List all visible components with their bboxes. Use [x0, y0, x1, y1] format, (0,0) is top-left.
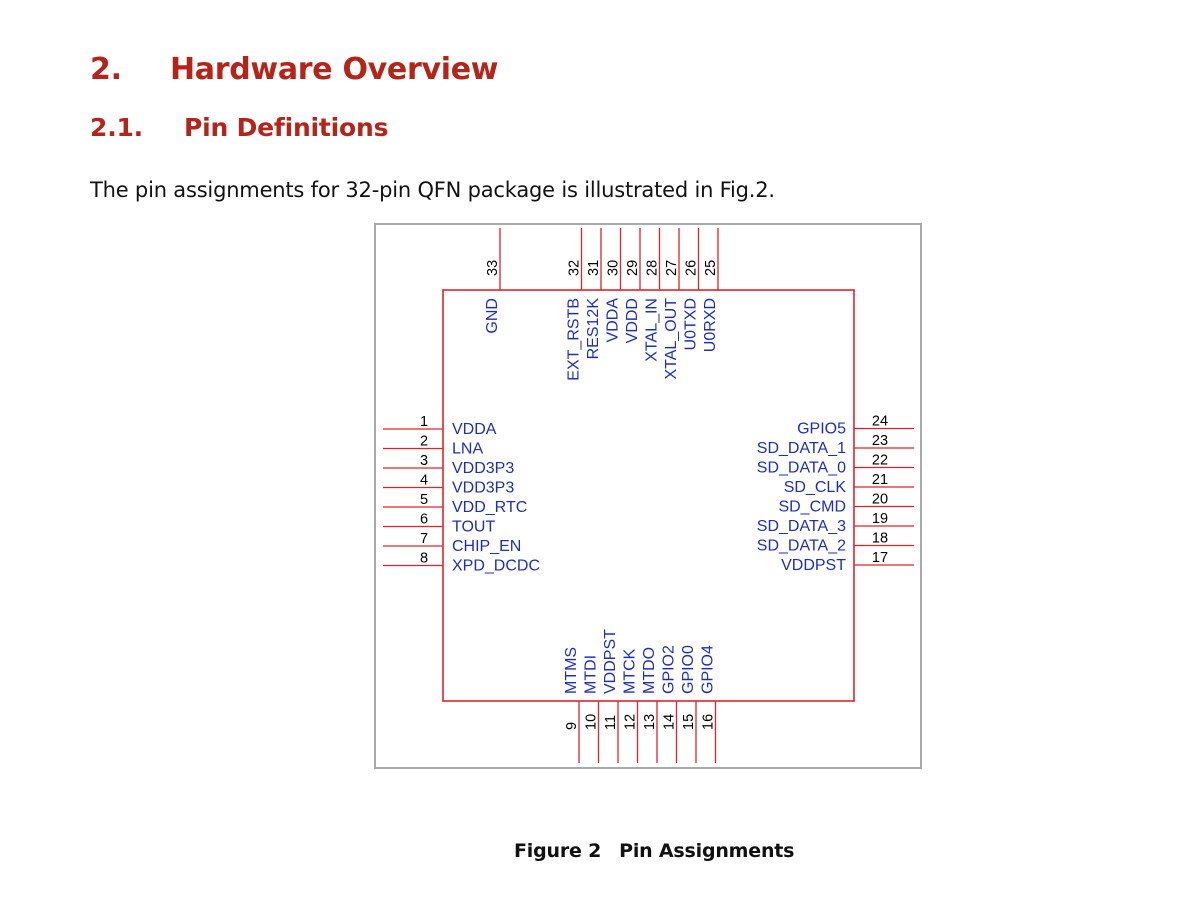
subsection-number: 2.1.	[90, 113, 143, 142]
pin-name-27: XTAL_OUT	[663, 298, 680, 380]
pin-number-10: 10	[584, 714, 600, 730]
pin-number-7: 7	[420, 531, 428, 547]
subsection-title: Pin Definitions	[184, 113, 389, 142]
chip-body	[442, 289, 855, 702]
pin-number-28: 28	[645, 260, 661, 276]
pin-name-5: VDD_RTC	[452, 499, 527, 516]
section-number: 2.	[90, 52, 122, 87]
pin-name-26: U0TXD	[683, 298, 700, 350]
pin-number-31: 31	[586, 260, 602, 276]
pin-name-14: GPIO2	[661, 645, 678, 694]
pin-number-8: 8	[420, 551, 428, 567]
pin-number-27: 27	[664, 260, 680, 276]
pin-name-1: VDDA	[452, 421, 497, 438]
pin-name-15: GPIO0	[680, 645, 697, 694]
pin-number-14: 14	[662, 714, 678, 730]
pin-name-9: MTMS	[563, 647, 580, 694]
pin-number-3: 3	[420, 453, 428, 469]
intro-paragraph: The pin assignments for 32-pin QFN packa…	[90, 178, 775, 202]
pin-number-9: 9	[564, 722, 580, 730]
pin-number-4: 4	[420, 473, 428, 489]
pin-name-8: XPD_DCDC	[452, 558, 540, 575]
pin-number-32: 32	[567, 260, 583, 276]
pin-name-10: MTDI	[583, 655, 600, 694]
pin-number-22: 22	[872, 453, 888, 469]
pin-name-25: U0RXD	[702, 298, 719, 352]
pin-name-19: SD_DATA_3	[757, 518, 846, 535]
pin-number-6: 6	[420, 512, 428, 528]
pin-name-32: EXT_RSTB	[566, 298, 583, 381]
section-title: Hardware Overview	[170, 52, 499, 87]
pin-name-13: MTDO	[641, 647, 658, 694]
pin-name-16: GPIO4	[700, 645, 717, 694]
pin-number-25: 25	[703, 260, 719, 276]
section-heading: 2. Hardware Overview	[90, 52, 498, 87]
pin-name-12: MTCK	[622, 648, 639, 694]
pin-number-2: 2	[420, 434, 428, 450]
pin-name-7: CHIP_EN	[452, 538, 521, 555]
pin-name-4: VDD3P3	[452, 480, 514, 497]
pin-number-24: 24	[872, 414, 888, 430]
pin-number-11: 11	[603, 715, 619, 730]
pin-number-1: 1	[420, 414, 428, 430]
pin-name-20: SD_CMD	[778, 499, 846, 516]
pin-name-21: SD_CLK	[784, 479, 847, 496]
pin-number-20: 20	[872, 492, 888, 508]
pin-number-15: 15	[681, 714, 697, 730]
pin-number-23: 23	[872, 433, 888, 449]
pin-number-30: 30	[606, 260, 622, 276]
pin-name-11: VDDPST	[602, 629, 619, 694]
pin-number-17: 17	[872, 550, 888, 566]
pin-number-18: 18	[872, 531, 888, 547]
pin-number-26: 26	[684, 260, 700, 276]
pin-name-18: SD_DATA_2	[757, 538, 846, 555]
pin-number-33: 33	[485, 260, 501, 276]
pin-number-21: 21	[872, 472, 888, 488]
pin-name-24: GPIO5	[797, 421, 846, 438]
pin-name-22: SD_DATA_0	[757, 460, 846, 477]
pin-name-2: LNA	[452, 441, 483, 458]
figure-caption-title: Pin Assignments	[619, 840, 795, 862]
pin-number-19: 19	[872, 511, 888, 527]
pin-number-29: 29	[625, 260, 641, 276]
pin-name-6: TOUT	[452, 519, 495, 536]
pin-number-12: 12	[623, 714, 639, 730]
figure-caption-label: Figure 2	[514, 840, 602, 862]
pin-number-13: 13	[642, 714, 658, 730]
pin-name-31: RES12K	[585, 298, 602, 360]
pin-number-5: 5	[420, 492, 428, 508]
pin-number-16: 16	[701, 714, 717, 730]
pin-diagram-frame	[374, 223, 922, 769]
pin-name-28: XTAL_IN	[644, 298, 661, 362]
pin-name-17: VDDPST	[781, 557, 846, 574]
subsection-heading: 2.1. Pin Definitions	[90, 113, 388, 142]
pin-name-30: VDDA	[605, 298, 622, 343]
pin-name-29: VDDD	[624, 298, 641, 343]
figure-caption: Figure 2 Pin Assignments	[514, 840, 794, 862]
pin-name-3: VDD3P3	[452, 460, 514, 477]
pin-name-23: SD_DATA_1	[757, 440, 846, 457]
pin-name-33: GND	[484, 298, 501, 334]
